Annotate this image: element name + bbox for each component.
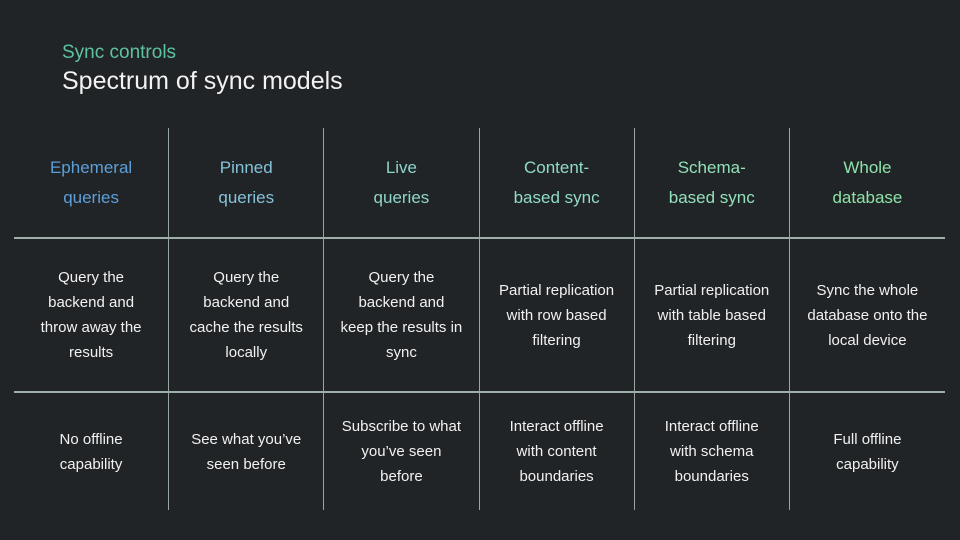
header-line: Whole <box>843 157 892 177</box>
header-line: Ephemeral <box>49 157 133 177</box>
slide-eyebrow: Sync controls <box>62 42 177 63</box>
cell-text: Query the backend and cache the results … <box>189 269 303 361</box>
sync-models-table: Ephemeral queries Pinned queries Live qu… <box>14 128 945 510</box>
offline-cell-schema-based-sync: Interact offline with schema boundaries <box>635 393 790 510</box>
header-line: based sync <box>668 187 755 207</box>
cell-text: Query the backend and keep the results i… <box>340 269 463 361</box>
cell-text: See what you’ve seen before <box>191 430 302 473</box>
cell-text: Partial replication with row based filte… <box>499 281 615 349</box>
column-header-ephemeral-queries: Ephemeral queries <box>14 128 170 239</box>
column-header-live-queries: Live queries <box>324 128 480 239</box>
column-header-schema-based-sync: Schema- based sync <box>634 128 790 239</box>
header-line: Live <box>385 157 417 177</box>
cell-text: Interact offline with content boundaries <box>509 418 604 485</box>
offline-cell-content-based-sync: Interact offline with content boundaries <box>480 393 635 510</box>
header-line: Content- <box>523 157 590 177</box>
description-cell-whole-database: Sync the whole database onto the local d… <box>789 239 945 393</box>
cell-text: Query the backend and throw away the res… <box>40 269 142 361</box>
column-header-pinned-queries: Pinned queries <box>169 128 325 239</box>
offline-cell-pinned-queries: See what you’ve seen before <box>169 393 325 510</box>
offline-cell-ephemeral-queries: No offline capability <box>14 393 170 510</box>
description-cell-content-based-sync: Partial replication with row based filte… <box>479 239 635 393</box>
description-cell-pinned-queries: Query the backend and cache the results … <box>169 239 325 393</box>
header-line: Schema- <box>677 157 746 177</box>
header-line: queries <box>373 187 430 207</box>
column-header-content-based-sync: Content- based sync <box>479 128 635 239</box>
cell-text: Full offline capability <box>833 430 902 473</box>
cell-text: Interact offline with schema boundaries <box>664 418 759 485</box>
cell-text: Partial replication with table based fil… <box>654 281 770 349</box>
description-cell-schema-based-sync: Partial replication with table based fil… <box>634 239 790 393</box>
description-cell-live-queries: Query the backend and keep the results i… <box>324 239 480 393</box>
header-line: queries <box>218 187 275 207</box>
title-block: Sync controls Spectrum of sync models <box>62 40 343 98</box>
header-line: Pinned <box>219 157 273 177</box>
header-line: queries <box>63 187 119 207</box>
header-line: database <box>832 187 903 207</box>
offline-cell-live-queries: Subscribe to what you’ve seen before <box>324 393 480 510</box>
description-cell-ephemeral-queries: Query the backend and throw away the res… <box>14 239 170 393</box>
cell-text: Subscribe to what you’ve seen before <box>341 418 462 485</box>
cell-text: Sync the whole database onto the local d… <box>807 281 928 349</box>
column-header-whole-database: Whole database <box>789 128 945 239</box>
header-line: based sync <box>513 187 600 207</box>
offline-cell-whole-database: Full offline capability <box>790 393 945 510</box>
cell-text: No offline capability <box>59 430 123 473</box>
slide-title: Spectrum of sync models <box>62 67 343 95</box>
